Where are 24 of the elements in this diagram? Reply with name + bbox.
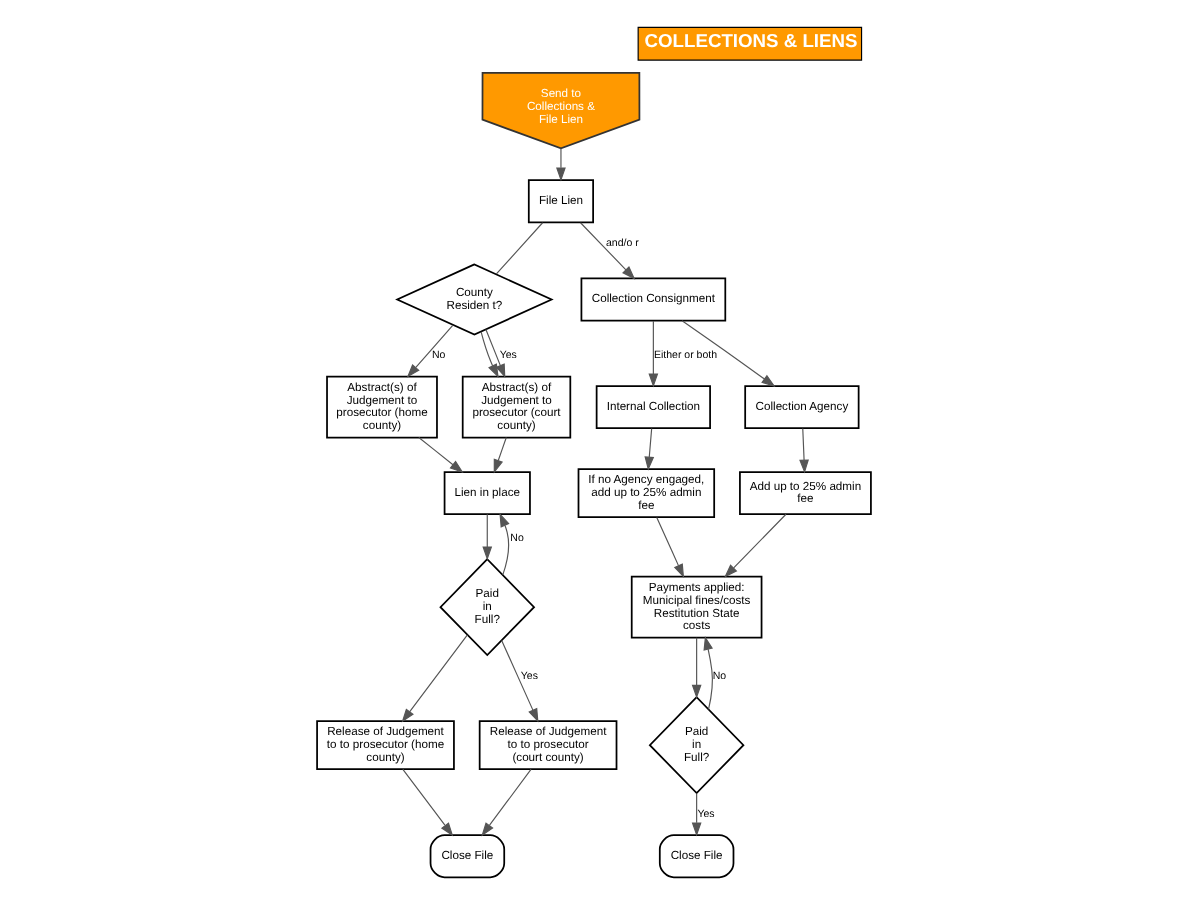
arrow [724, 512, 787, 577]
arrow [499, 511, 510, 575]
arrow [485, 327, 506, 378]
arrow [406, 323, 454, 377]
arrow [579, 221, 636, 279]
arrow [648, 319, 659, 387]
arrow [480, 330, 499, 377]
arrow [681, 319, 776, 386]
arrow [644, 426, 655, 470]
arrow [482, 512, 493, 560]
arrow [656, 515, 685, 578]
arrow [501, 638, 539, 722]
arrow [402, 767, 454, 836]
arrow [481, 767, 532, 836]
arrow [691, 636, 702, 698]
arrow [493, 435, 507, 473]
arrow [799, 426, 809, 473]
arrow [418, 435, 464, 473]
arrow [401, 633, 468, 722]
connector [495, 221, 544, 274]
arrow [703, 634, 713, 709]
diagram-title: COLLECTIONS & LIENS [644, 30, 858, 51]
arrow [556, 147, 566, 181]
arrow [691, 791, 702, 836]
